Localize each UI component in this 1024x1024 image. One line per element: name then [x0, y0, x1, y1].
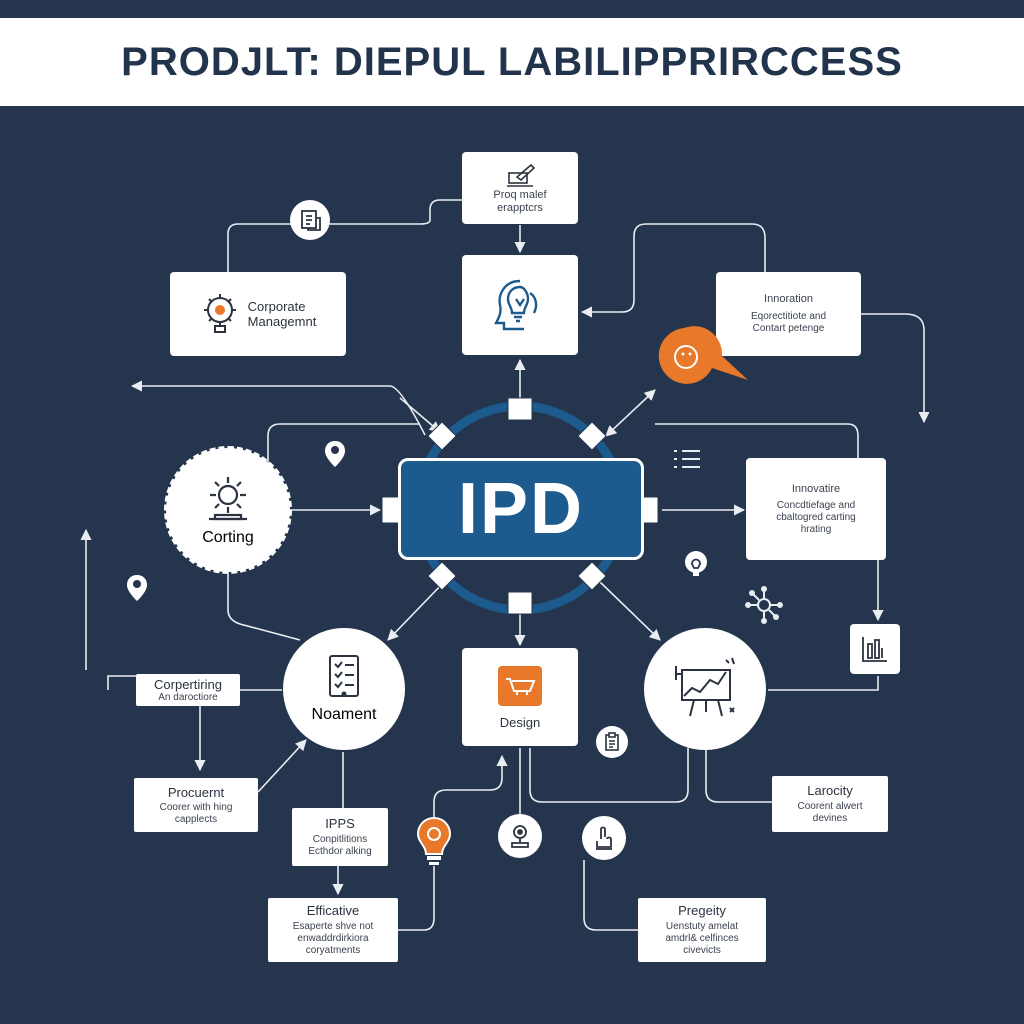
- ipps-line1: Conpitlitions: [312, 834, 368, 845]
- corting-label: Corting: [202, 529, 254, 546]
- document-icon: [301, 210, 321, 231]
- node-corperting[interactable]: Corpertiring An daroctiore: [136, 674, 240, 706]
- node-design[interactable]: Design: [462, 648, 578, 746]
- chat-bubble-icon: [658, 326, 748, 384]
- pregeity-line2: amdrl& celfinces: [665, 933, 739, 944]
- bulb-icon: [416, 816, 452, 865]
- pregeity-title: Pregeity: [678, 903, 726, 918]
- hub-label: IPD: [457, 469, 585, 549]
- pin-node-3: [684, 550, 708, 585]
- checklist-icon: [329, 655, 359, 697]
- node-larocity[interactable]: Larocity Coorent alwert devines: [772, 776, 888, 832]
- hand-icon: [596, 826, 612, 850]
- innovatire-line3: hrating: [800, 523, 832, 535]
- design-label: Design: [499, 714, 541, 730]
- node-procuernt[interactable]: Procuernt Coorer with hing capplects: [134, 778, 258, 832]
- document-icon: [605, 732, 619, 751]
- location-pin-icon: [127, 575, 147, 601]
- innovation-title: Innoration: [764, 293, 813, 305]
- chat-bubble-node[interactable]: [650, 326, 750, 386]
- node-bar-chart[interactable]: [850, 624, 900, 674]
- larocity-line2: devines: [812, 813, 848, 824]
- node-innovatire[interactable]: Innovatire Concdtiefage and cbaltogred c…: [746, 458, 886, 560]
- node-ipps[interactable]: IPPS Conpitlitions Ecthdor alking: [292, 808, 388, 866]
- signature-icon: [507, 163, 536, 187]
- corperting-line1: An daroctiore: [158, 691, 218, 703]
- node-top-box[interactable]: Proq malef erapptcrs: [462, 152, 578, 224]
- innovatire-line2: cbaltogred carting: [776, 511, 856, 523]
- pin-node-2: [126, 574, 148, 607]
- effictive-line3: coryatments: [305, 945, 361, 956]
- top-box-line2: erapptcrs: [497, 202, 543, 214]
- noament-label: Noament: [311, 706, 377, 723]
- node-lightbulb-box[interactable]: [462, 255, 578, 355]
- lightbulb-head-icon: [494, 279, 538, 331]
- procuernt-line2: capplects: [174, 813, 218, 825]
- list-node: [672, 448, 702, 475]
- title-banner: PRODJLT: DIEPUL LABILIPPRIRCCESS: [0, 18, 1024, 106]
- orange-bulb-node: [414, 814, 454, 873]
- node-pregeity[interactable]: Pregeity Uenstuty amelat amdrl& celfince…: [638, 898, 766, 962]
- list-icon: [674, 450, 700, 468]
- node-noament[interactable]: Noament: [283, 628, 405, 750]
- effictive-title: Efficative: [306, 903, 360, 918]
- procuernt-line1: Coorer with hing: [159, 801, 233, 813]
- innovation-line1: Eqorectitiote and: [750, 311, 827, 322]
- page-title: PRODJLT: DIEPUL LABILIPPRIRCCESS: [121, 39, 903, 84]
- document-node-right[interactable]: [596, 726, 628, 758]
- corporate-line1: Corporate: [247, 299, 306, 314]
- top-box-line1: Proq malef: [493, 189, 547, 201]
- corporate-line2: Managemnt: [247, 314, 317, 329]
- node-corting[interactable]: Corting: [164, 446, 292, 574]
- larocity-line1: Coorent alwert: [797, 801, 863, 812]
- corperting-title: Corpertiring: [154, 676, 222, 692]
- network-node: [744, 585, 784, 630]
- effictive-line1: Esaperte shve not: [292, 921, 374, 932]
- effictive-line2: enwaddrdirkiora: [297, 933, 369, 944]
- gear-icon: [209, 477, 247, 521]
- node-corporate-management[interactable]: Corporate Managemnt: [170, 272, 346, 356]
- chart-board-icon: [675, 657, 735, 717]
- node-design-bottom[interactable]: [498, 814, 542, 858]
- node-hand[interactable]: [582, 816, 626, 860]
- cart-icon: [498, 665, 542, 706]
- node-innovation[interactable]: Innoration Eqorectitiote and Contart pet…: [716, 272, 861, 356]
- innovation-line2: Contart petenge: [752, 323, 825, 334]
- procuernt-title: Procuernt: [167, 784, 225, 800]
- pin-node-1: [324, 440, 346, 473]
- ipps-title: IPPS: [325, 816, 355, 831]
- ipps-line2: Ecthdor alking: [308, 846, 372, 857]
- location-pin-icon: [325, 441, 345, 467]
- innovatire-title: Innovatire: [791, 482, 841, 495]
- pregeity-line1: Uenstuty amelat: [665, 921, 739, 932]
- node-effictive[interactable]: Efficative Esaperte shve not enwaddrdirk…: [268, 898, 398, 962]
- larocity-title: Larocity: [807, 783, 853, 798]
- gear-bulb-icon: [203, 294, 236, 333]
- network-icon: [745, 586, 783, 624]
- bar-chart-icon: [862, 637, 887, 662]
- bulb-icon: [685, 551, 707, 576]
- pregeity-line3: civevicts: [683, 945, 721, 956]
- node-chart-board[interactable]: [644, 628, 766, 750]
- hub-ipd[interactable]: IPD: [398, 458, 644, 560]
- document-node-top[interactable]: [290, 200, 330, 240]
- innovatire-line1: Concdtiefage and: [776, 499, 856, 511]
- bulb-icon: [511, 825, 529, 848]
